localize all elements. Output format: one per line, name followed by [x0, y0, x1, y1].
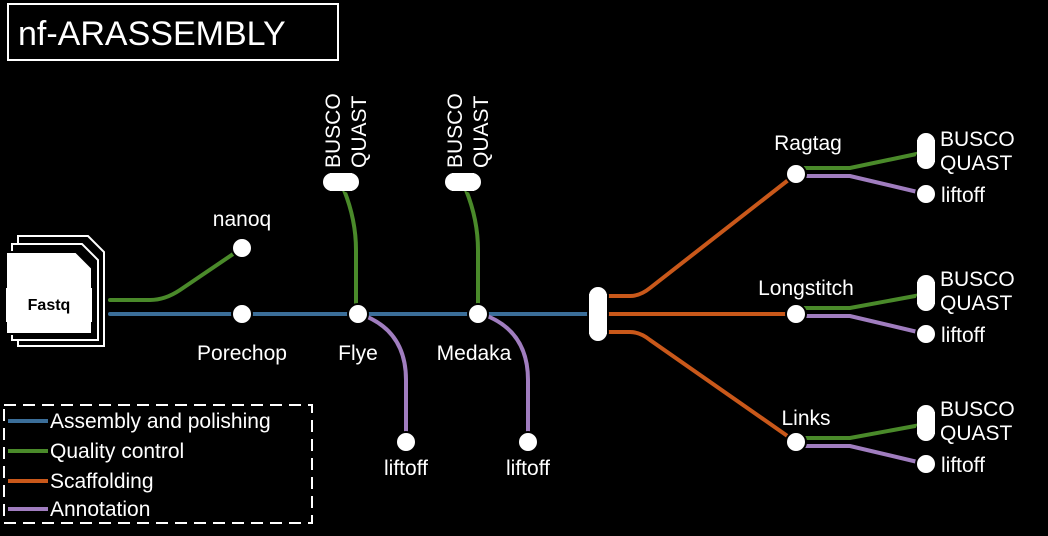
longstitch-annotation-line	[796, 314, 928, 336]
node-links-liftoff	[915, 453, 937, 475]
label-flye-quast: QUAST	[348, 95, 371, 168]
legend-item-annotation: Annotation	[8, 498, 150, 521]
node-flye	[347, 303, 369, 325]
label-ragtag-busco: BUSCO	[940, 128, 1015, 151]
node-ragtag-busco-quast	[915, 131, 937, 171]
ragtag-qc-line	[796, 150, 928, 170]
node-links-busco-quast	[915, 403, 937, 443]
node-medaka-liftoff	[517, 431, 539, 453]
legend-item-scaffolding: Scaffolding	[8, 470, 154, 493]
node-medaka	[467, 303, 489, 325]
legend-box	[3, 404, 313, 524]
node-longstitch-busco-quast	[915, 273, 937, 313]
longstitch-qc-line	[796, 292, 928, 310]
node-ragtag-liftoff	[915, 183, 937, 205]
label-nanoq: nanoq	[213, 208, 271, 231]
node-longstitch	[785, 303, 807, 325]
flye-annotation-line	[358, 312, 408, 444]
legend-item-qc: Quality control	[8, 440, 184, 463]
label-links-liftoff: liftoff	[941, 454, 985, 477]
legend-label: Quality control	[50, 440, 184, 463]
label-medaka-busco: BUSCO	[444, 93, 467, 168]
label-medaka-liftoff: liftoff	[506, 457, 550, 480]
node-scaffold-junction	[587, 285, 609, 343]
label-ragtag: Ragtag	[774, 132, 842, 155]
node-ragtag	[785, 163, 807, 185]
fastq-label: Fastq	[28, 297, 71, 314]
medaka-qc-line	[464, 188, 480, 314]
title-box	[7, 3, 339, 61]
node-flye-liftoff	[395, 431, 417, 453]
legend-label: Scaffolding	[50, 470, 154, 493]
label-ragtag-liftoff: liftoff	[941, 184, 985, 207]
medaka-annotation-line	[480, 312, 530, 444]
label-flye-busco: BUSCO	[322, 93, 345, 168]
node-nanoq	[231, 237, 253, 259]
label-medaka-quast: QUAST	[470, 95, 493, 168]
links-annotation-line	[796, 444, 928, 466]
label-links-quast: QUAST	[940, 422, 1013, 445]
label-flye: Flye	[338, 342, 378, 365]
document-stack-icon: Fastq	[5, 235, 105, 347]
ragtag-scaffold-line	[598, 172, 798, 298]
ragtag-annotation-line	[796, 174, 928, 196]
legend-label: Annotation	[50, 498, 150, 521]
pipeline-title: nf-ARASSEMBLY	[18, 15, 286, 53]
node-flye-busco-quast	[321, 171, 361, 193]
node-porechop	[231, 303, 253, 325]
label-ragtag-quast: QUAST	[940, 152, 1013, 175]
node-links	[785, 431, 807, 453]
legend-item-assembly: Assembly and polishing	[8, 410, 271, 433]
label-longstitch: Longstitch	[758, 277, 854, 300]
node-longstitch-liftoff	[915, 323, 937, 345]
label-links: Links	[781, 407, 830, 430]
label-links-busco: BUSCO	[940, 398, 1015, 421]
label-longstitch-quast: QUAST	[940, 292, 1013, 315]
label-longstitch-busco: BUSCO	[940, 268, 1015, 291]
node-medaka-busco-quast	[443, 171, 483, 193]
links-qc-line	[796, 422, 928, 440]
links-scaffold-line	[598, 330, 798, 444]
label-porechop: Porechop	[197, 342, 287, 365]
flye-qc-line	[342, 188, 358, 314]
label-longstitch-liftoff: liftoff	[941, 324, 985, 347]
nanoq-qc-line	[108, 246, 244, 302]
legend-label: Assembly and polishing	[50, 410, 271, 433]
label-medaka: Medaka	[437, 342, 512, 365]
label-flye-liftoff: liftoff	[384, 457, 428, 480]
